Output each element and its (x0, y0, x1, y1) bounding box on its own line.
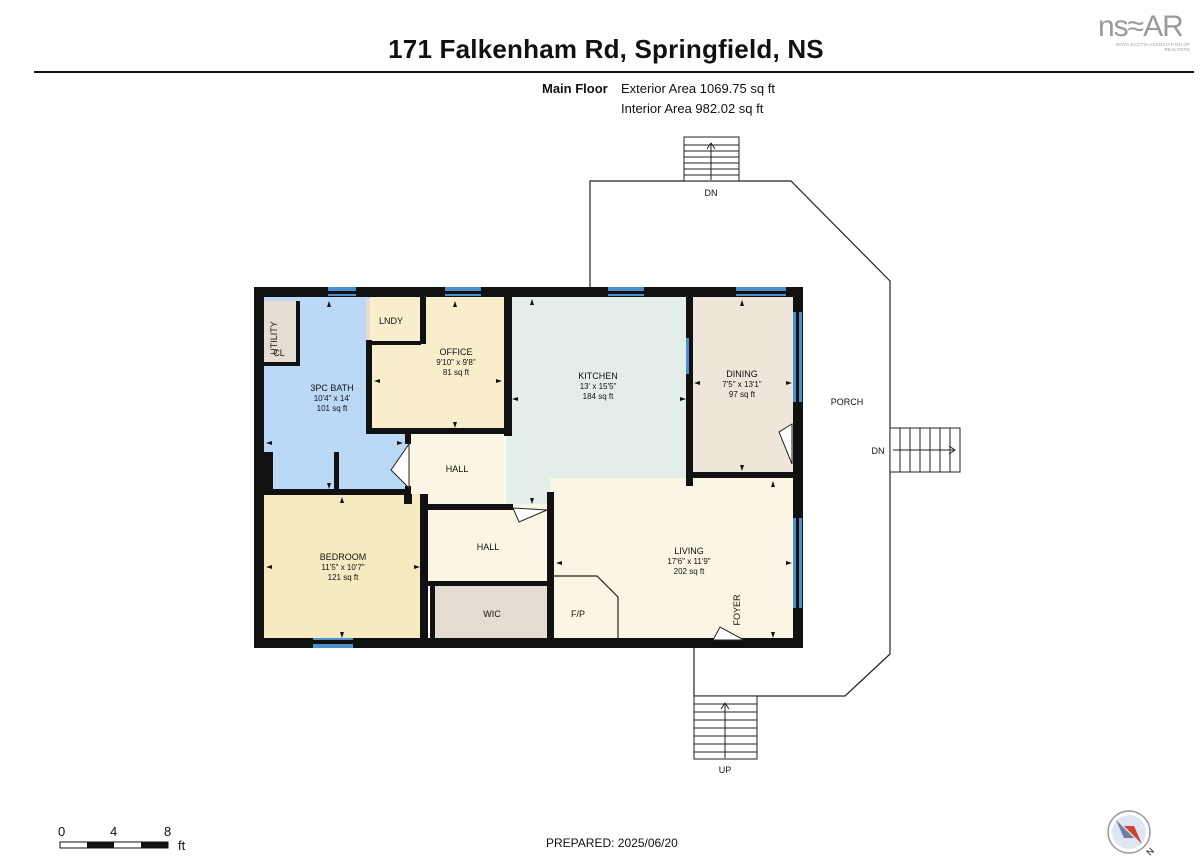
living-name: LIVING (674, 546, 704, 556)
living-dims: 17'6" x 11'9" (667, 557, 710, 566)
dining-area: 97 sq ft (729, 390, 756, 399)
kitchen-area: 184 sq ft (583, 392, 614, 401)
dimension-arrows (266, 299, 792, 638)
office-name: OFFICE (440, 347, 473, 357)
hall-upper-fill (409, 432, 505, 504)
bath-dims: 10'4" x 14' (314, 394, 351, 403)
kitchen-dims: 13' x 15'5" (580, 382, 617, 391)
stairs-right-label: DN (872, 446, 885, 456)
stairs-top (683, 136, 740, 182)
compass-north-label: N (1144, 846, 1156, 858)
windows (313, 287, 802, 648)
doors (390, 423, 793, 641)
wic-fill (430, 584, 550, 640)
hall-upper-label: HALL (446, 464, 469, 474)
exterior-walls (254, 287, 803, 648)
scale-tick-8: 8 (164, 824, 172, 839)
scale-tick-0: 0 (58, 824, 66, 839)
page-title: 171 Falkenham Rd, Springfield, NS (388, 34, 824, 64)
cl-label: CL (273, 348, 285, 358)
lndy-label: LNDY (379, 316, 403, 326)
bath-name: 3PC BATH (310, 383, 353, 393)
stairs-bottom-label: UP (719, 765, 732, 775)
utility-fill (263, 301, 298, 364)
stairs-top-label: DN (705, 188, 718, 198)
prepared-date: PREPARED: 2025/06/20 (546, 836, 678, 850)
nsar-logo: ns≈AR NOVA SCOTIA ASSOCIATION OF REALTOR… (1098, 10, 1194, 53)
bath-area: 101 sq ft (317, 404, 348, 413)
kitchen-fill (506, 296, 690, 508)
living-fill (550, 478, 794, 640)
fireplace (554, 575, 619, 638)
interior-walls (263, 296, 796, 640)
dining-dims: 7'5" x 13'1" (722, 380, 762, 389)
compass-icon: N (1107, 810, 1156, 858)
title-divider (34, 71, 1194, 73)
dining-name: DINING (726, 369, 758, 379)
bedroom-area: 121 sq ft (328, 573, 359, 582)
porch-label: PORCH (831, 397, 864, 407)
utility-label: UTILITY (269, 321, 279, 355)
interior-area: Interior Area 982.02 sq ft (621, 101, 764, 116)
wic-label: WIC (483, 609, 501, 619)
hall-lower-label: HALL (477, 542, 500, 552)
stairs-bottom (693, 695, 758, 760)
scale-bar (59, 841, 169, 849)
logo-tagline: NOVA SCOTIA ASSOCIATION OF REALTORS (1115, 42, 1190, 52)
dining-fill (690, 296, 794, 474)
fp-label: F/P (571, 609, 585, 619)
bedroom-fill (263, 494, 423, 640)
foyer-label: FOYER (732, 594, 742, 626)
office-fill (370, 296, 506, 432)
living-area: 202 sq ft (674, 567, 705, 576)
kitchen-name: KITCHEN (578, 371, 618, 381)
living-fill-2 (555, 484, 690, 494)
office-dims: 9'10" x 9'8" (436, 358, 476, 367)
bedroom-dims: 11'5" x 10'7" (321, 563, 364, 572)
office-area: 81 sq ft (443, 368, 470, 377)
scale-unit: ft (178, 838, 186, 853)
exterior-area: Exterior Area 1069.75 sq ft (621, 81, 775, 96)
floor-label: Main Floor (542, 81, 608, 96)
logo-mark: ns≈AR (1098, 10, 1184, 43)
scale-tick-4: 4 (110, 824, 118, 839)
bedroom-name: BEDROOM (320, 552, 367, 562)
stairs-right (889, 427, 961, 473)
